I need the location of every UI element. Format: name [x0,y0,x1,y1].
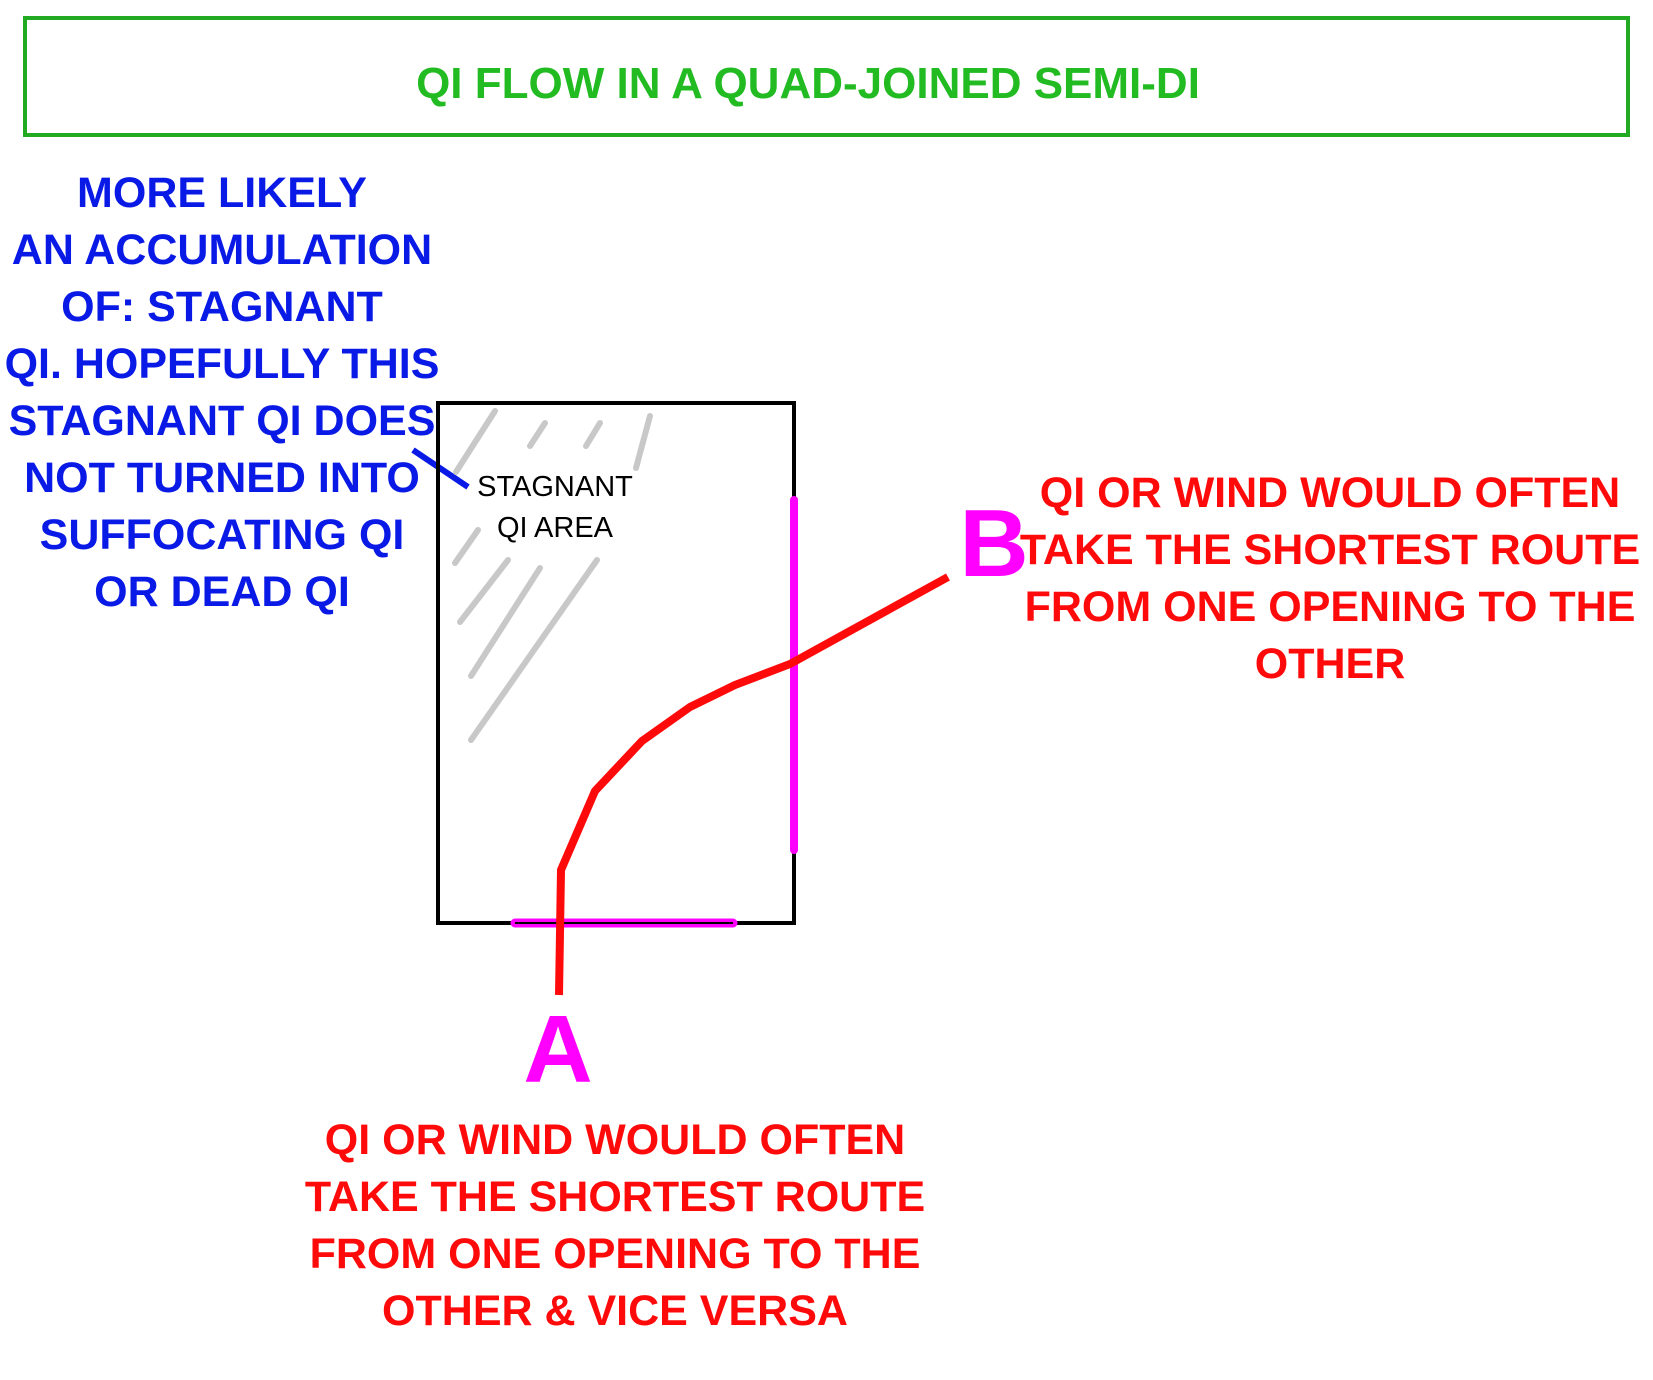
bottom-note-line: TAKE THE SHORTEST ROUTE [305,1173,925,1221]
left-note-line: SUFFOCATING QI [40,511,405,559]
right-note-line: TAKE THE SHORTEST ROUTE [1020,526,1640,574]
left-note-line: NOT TURNED INTO [24,454,420,502]
stagnant-hatch [452,408,653,743]
left-note-line: MORE LIKELY [77,169,367,217]
bottom-note-line: OTHER & VICE VERSA [382,1287,848,1335]
left-note-line: OR DEAD QI [94,568,350,616]
left-note: MORE LIKELY AN ACCUMULATION OF: STAGNANT… [5,169,440,616]
right-note-line: QI OR WIND WOULD OFTEN [1040,469,1620,517]
left-note-line: AN ACCUMULATION [12,226,432,274]
diagram-title: QI FLOW IN A QUAD-JOINED SEMI-DI [416,59,1200,108]
right-note-line: OTHER [1255,640,1406,688]
stagnant-area-label: QI AREA [497,512,614,544]
right-note: QI OR WIND WOULD OFTEN TAKE THE SHORTEST… [1020,469,1640,688]
bottom-note-line: QI OR WIND WOULD OFTEN [325,1116,905,1164]
note-leader-line [411,447,470,490]
stagnant-area-label: STAGNANT [477,471,633,503]
bottom-note-line: FROM ONE OPENING TO THE [310,1230,921,1278]
left-note-line: OF: STAGNANT [61,283,383,331]
title-box [23,16,1630,137]
bottom-note: QI OR WIND WOULD OFTEN TAKE THE SHORTEST… [305,1116,925,1335]
left-note-line: QI. HOPEFULLY THIS [5,340,440,388]
opening-b-label: B [959,490,1028,597]
left-note-line: STAGNANT QI DOES [9,397,436,445]
opening-a-label: A [523,996,592,1103]
qi-flow-path [555,573,950,996]
right-note-line: FROM ONE OPENING TO THE [1025,583,1636,631]
